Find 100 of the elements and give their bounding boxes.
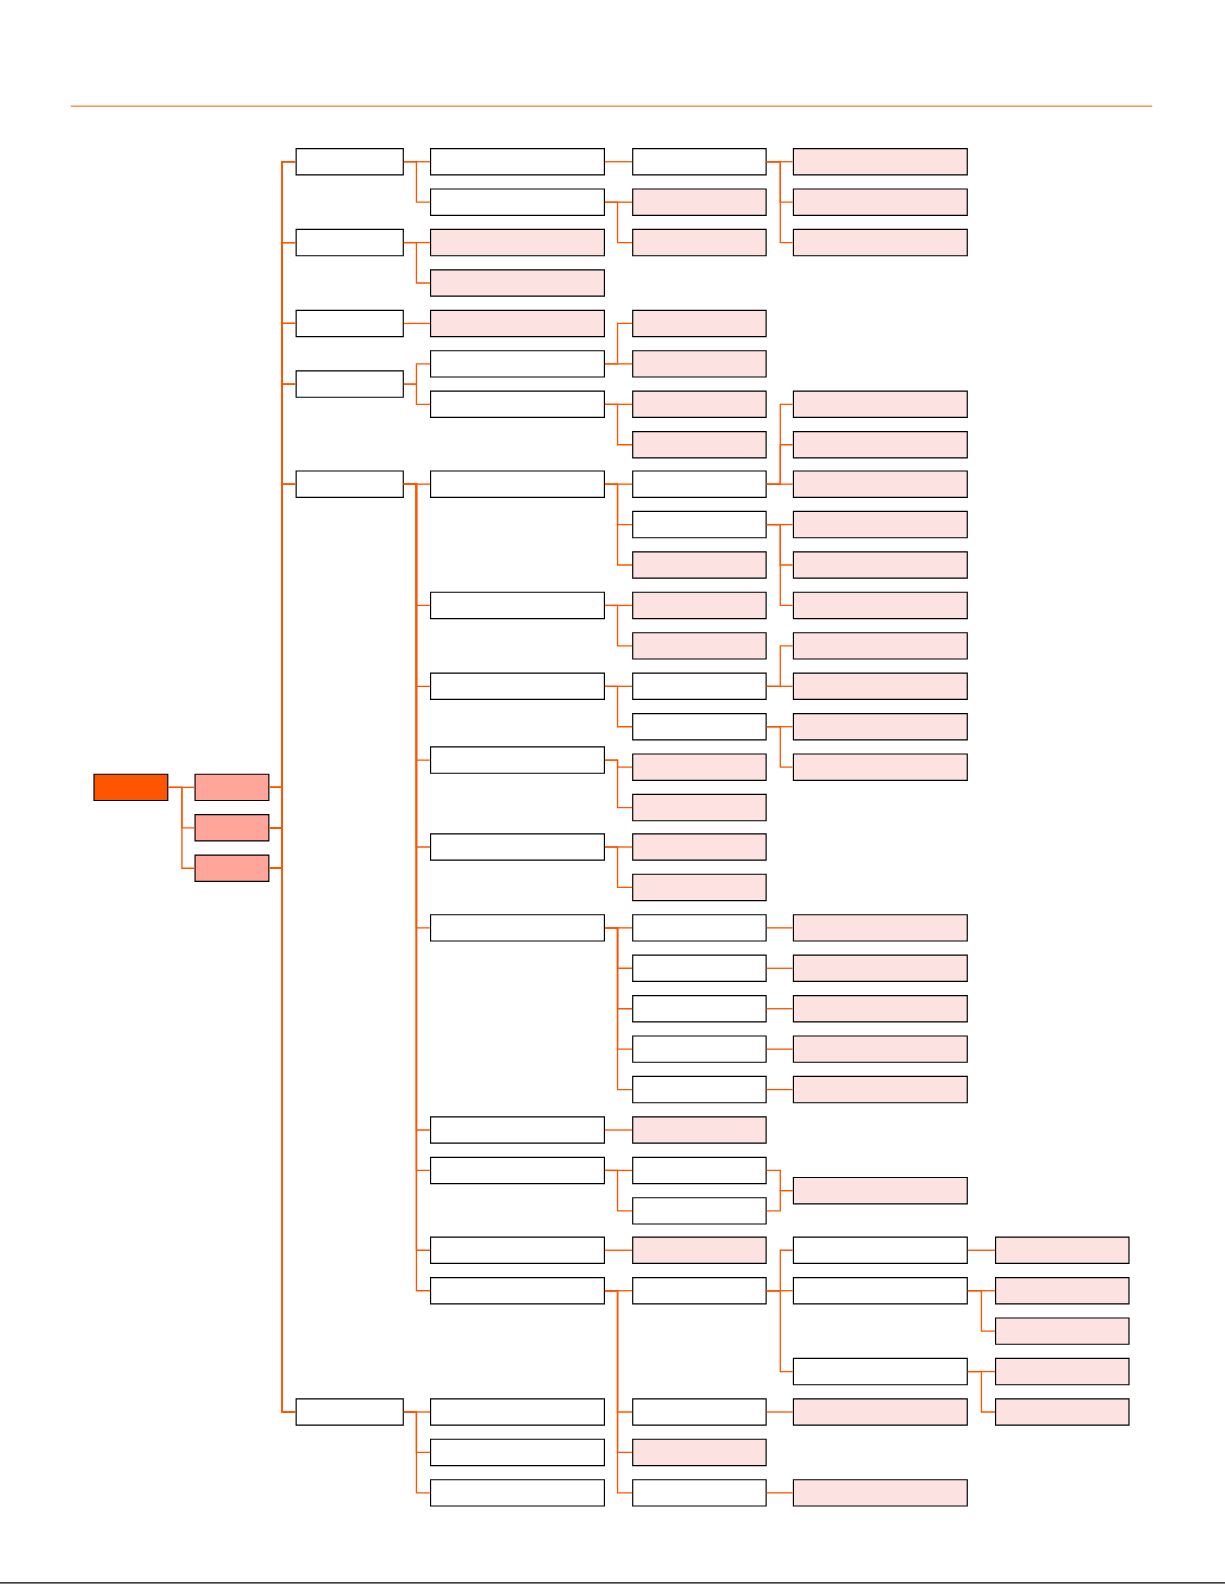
box <box>632 672 767 700</box>
connector <box>766 967 794 969</box>
box <box>632 1398 767 1426</box>
box <box>995 1277 1130 1305</box>
box <box>792 188 968 216</box>
connector <box>604 685 633 728</box>
box <box>792 632 968 660</box>
box <box>632 713 767 741</box>
connector <box>766 1088 794 1091</box>
box <box>429 350 605 378</box>
box <box>995 1357 1130 1386</box>
box <box>792 954 968 982</box>
box <box>429 470 605 498</box>
connector <box>967 1290 996 1332</box>
box <box>194 854 270 882</box>
box <box>995 1317 1130 1345</box>
box <box>632 1075 767 1104</box>
box <box>632 1479 767 1507</box>
box <box>632 632 767 660</box>
box <box>429 1398 605 1426</box>
box <box>792 1176 968 1205</box>
box <box>632 228 767 257</box>
connector <box>766 1290 794 1373</box>
connector <box>604 201 633 244</box>
connector <box>604 403 633 446</box>
connector <box>766 1048 794 1050</box>
connector <box>403 383 431 405</box>
box <box>295 470 404 498</box>
box <box>632 1116 767 1144</box>
box <box>632 188 767 216</box>
connector <box>604 927 633 1091</box>
connector <box>766 523 794 607</box>
connector <box>604 1249 633 1251</box>
box <box>792 1277 968 1305</box>
connector <box>766 726 794 768</box>
connector <box>766 1190 794 1212</box>
connector <box>967 1370 996 1413</box>
box <box>792 431 968 459</box>
box <box>295 1398 404 1426</box>
box <box>792 148 968 176</box>
box <box>429 591 605 620</box>
connector <box>766 1492 794 1494</box>
connector <box>604 1169 633 1212</box>
box <box>429 269 605 297</box>
box <box>632 551 767 579</box>
connector <box>604 604 633 647</box>
box <box>295 370 404 398</box>
box <box>632 470 767 498</box>
box <box>792 228 968 257</box>
box <box>632 510 767 539</box>
box <box>632 309 767 338</box>
box <box>632 833 767 861</box>
box <box>792 470 968 498</box>
box <box>429 1116 605 1144</box>
connector <box>766 685 794 687</box>
box <box>792 390 968 419</box>
box <box>429 309 605 338</box>
box <box>632 753 767 781</box>
box <box>429 1438 605 1467</box>
connector <box>604 759 633 809</box>
box <box>792 1479 968 1507</box>
connector <box>167 786 196 869</box>
box <box>194 814 270 842</box>
connector <box>766 1411 794 1413</box>
connector <box>403 241 431 284</box>
box <box>632 995 767 1023</box>
box <box>792 753 968 781</box>
box <box>429 148 605 176</box>
box <box>632 431 767 459</box>
box <box>429 390 605 419</box>
connector <box>403 1411 431 1494</box>
connector <box>604 363 633 365</box>
box <box>632 873 767 902</box>
connector <box>403 322 431 325</box>
box <box>632 1035 767 1063</box>
box <box>792 510 968 539</box>
box <box>295 228 404 257</box>
connector <box>604 161 633 163</box>
box <box>792 914 968 942</box>
box <box>429 1236 605 1264</box>
box <box>792 1035 968 1063</box>
box <box>429 1479 605 1507</box>
box <box>792 1398 968 1426</box>
connector <box>604 483 633 566</box>
box <box>792 1357 968 1386</box>
box <box>632 1438 767 1467</box>
box <box>995 1236 1130 1264</box>
connector <box>766 161 794 244</box>
box <box>429 746 605 774</box>
connector <box>967 1249 996 1251</box>
connector <box>403 161 431 203</box>
box <box>632 1197 767 1225</box>
connector <box>766 483 794 485</box>
box <box>632 793 767 822</box>
box <box>632 390 767 419</box>
box <box>632 1277 767 1305</box>
box <box>792 995 968 1023</box>
connector <box>766 927 794 929</box>
box <box>632 148 767 176</box>
box <box>93 773 169 802</box>
